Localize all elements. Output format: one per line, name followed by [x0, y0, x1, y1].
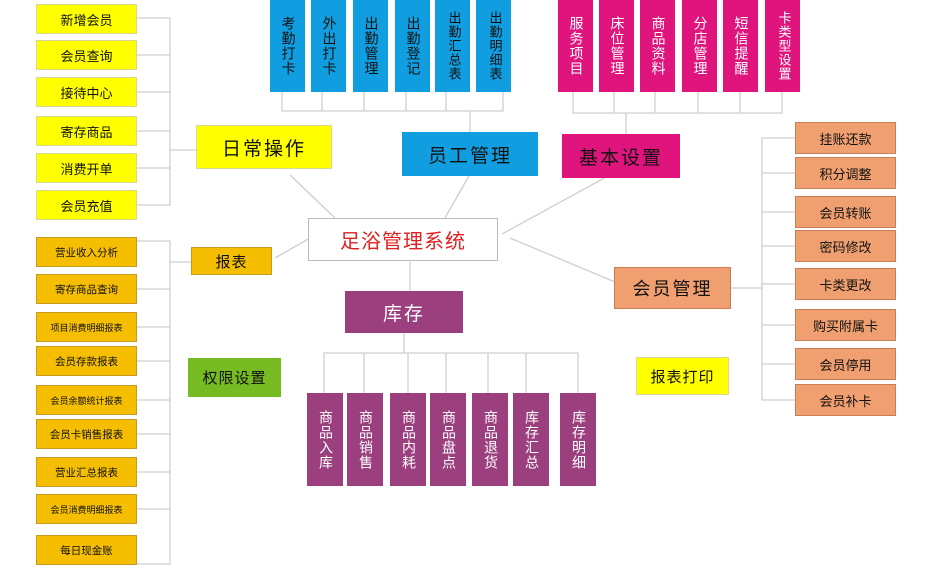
inventory-item[interactable]: 库存明细: [560, 393, 596, 486]
system-title: 足浴管理系统: [308, 218, 498, 261]
staff-item[interactable]: 外出打卡: [311, 0, 346, 92]
reports-node[interactable]: 报表: [191, 247, 272, 275]
staff-item[interactable]: 考勤打卡: [270, 0, 305, 92]
inventory-node[interactable]: 库存: [345, 291, 463, 333]
inventory-item[interactable]: 商品入库: [307, 393, 343, 486]
member-item[interactable]: 密码修改: [795, 230, 896, 262]
basic-settings-node[interactable]: 基本设置: [562, 134, 680, 178]
report-item[interactable]: 营业汇总报表: [36, 457, 137, 487]
basic-item[interactable]: 卡类型设置: [765, 0, 800, 92]
report-item[interactable]: 会员消费明细报表: [36, 494, 137, 524]
staff-item[interactable]: 出勤明细表: [476, 0, 511, 92]
daily-item[interactable]: 寄存商品: [36, 116, 137, 146]
staff-item[interactable]: 出勤登记: [395, 0, 430, 92]
basic-item[interactable]: 短信提醒: [723, 0, 758, 92]
daily-operations-node[interactable]: 日常操作: [196, 125, 332, 169]
member-item[interactable]: 卡类更改: [795, 268, 896, 300]
report-item[interactable]: 会员存款报表: [36, 346, 137, 376]
daily-item[interactable]: 会员充值: [36, 190, 137, 220]
report-item[interactable]: 项目消费明细报表: [36, 312, 137, 342]
inventory-item[interactable]: 商品内耗: [390, 393, 426, 486]
basic-item[interactable]: 床位管理: [599, 0, 634, 92]
member-item[interactable]: 挂账还款: [795, 122, 896, 154]
basic-item[interactable]: 服务项目: [558, 0, 593, 92]
daily-item[interactable]: 消费开单: [36, 153, 137, 183]
inventory-item[interactable]: 商品盘点: [430, 393, 466, 486]
daily-item[interactable]: 会员查询: [36, 40, 137, 70]
daily-item[interactable]: 新增会员: [36, 4, 137, 34]
report-item[interactable]: 寄存商品查询: [36, 274, 137, 304]
basic-item[interactable]: 商品资料: [640, 0, 675, 92]
member-item[interactable]: 会员转账: [795, 196, 896, 228]
member-item[interactable]: 积分调整: [795, 157, 896, 189]
member-management-node[interactable]: 会员管理: [614, 267, 731, 309]
member-item[interactable]: 会员补卡: [795, 384, 896, 416]
daily-item[interactable]: 接待中心: [36, 77, 137, 107]
staff-item[interactable]: 出勤管理: [353, 0, 388, 92]
member-item[interactable]: 会员停用: [795, 348, 896, 380]
permissions-node[interactable]: 权限设置: [188, 358, 281, 397]
inventory-item[interactable]: 库存汇总: [513, 393, 549, 486]
staff-item[interactable]: 出勤汇总表: [435, 0, 470, 92]
inventory-item[interactable]: 商品退货: [472, 393, 508, 486]
report-item[interactable]: 营业收入分析: [36, 237, 137, 267]
basic-item[interactable]: 分店管理: [682, 0, 717, 92]
inventory-item[interactable]: 商品销售: [347, 393, 383, 486]
staff-management-node[interactable]: 员工管理: [402, 132, 538, 176]
report-item[interactable]: 会员余额统计报表: [36, 385, 137, 415]
member-item[interactable]: 购买附属卡: [795, 309, 896, 341]
report-item[interactable]: 每日现金账: [36, 535, 137, 565]
report-print-node[interactable]: 报表打印: [636, 357, 729, 395]
report-item[interactable]: 会员卡销售报表: [36, 419, 137, 449]
